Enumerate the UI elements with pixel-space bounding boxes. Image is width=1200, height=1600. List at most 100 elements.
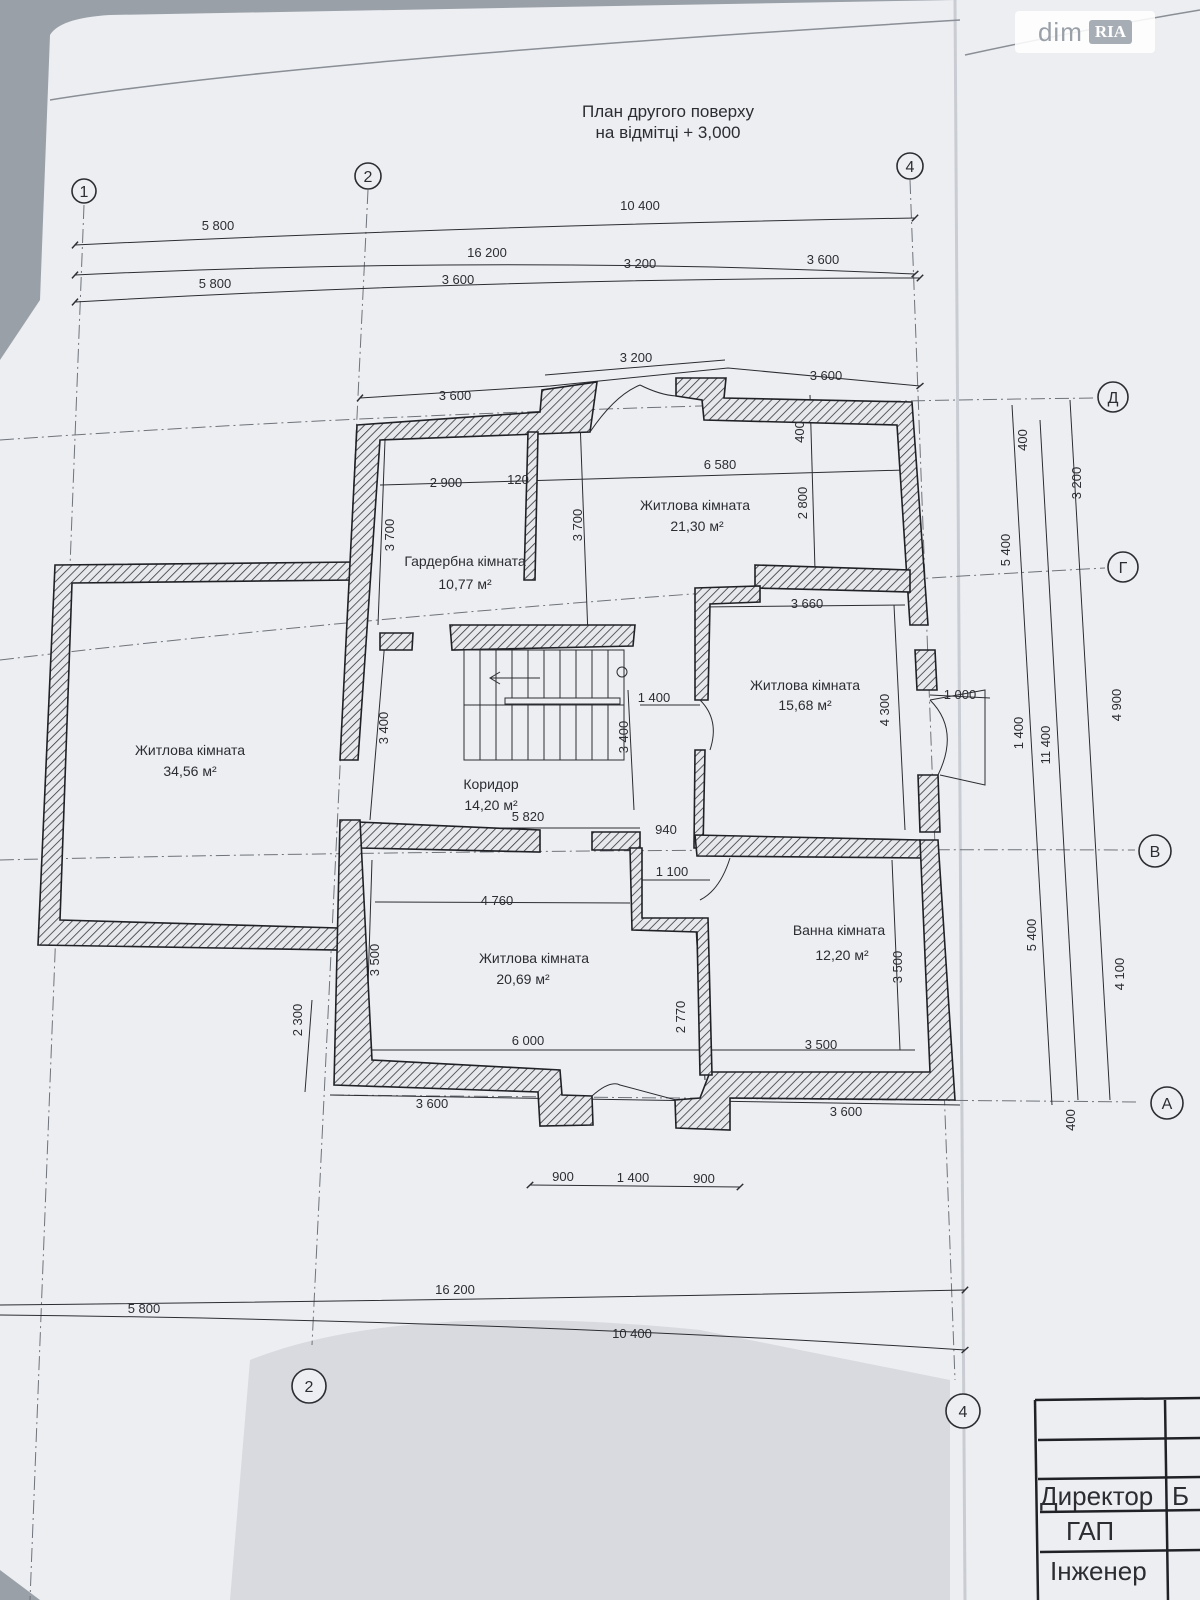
room-area-corridor: 14,20 м² <box>464 797 518 813</box>
dim-2800: 2 800 <box>795 487 810 520</box>
title-block <box>1033 1396 1200 1600</box>
axis-label-g: Г <box>1119 560 1128 577</box>
paper-fold-shadow <box>953 0 967 1600</box>
paper-shadow <box>230 1320 950 1600</box>
dim-2900: 2 900 <box>430 475 463 490</box>
dimension-texts: 5 800 10 400 16 200 5 800 3 600 3 200 3 … <box>128 198 1127 1341</box>
wall-room-right-upper <box>754 564 911 593</box>
dim-bottom-3600r: 3 600 <box>830 1104 863 1119</box>
room-label-living-west: Житлова кімната <box>135 742 245 758</box>
room-area-bathroom: 12,20 м² <box>815 947 869 963</box>
dim-right-400b: 400 <box>1063 1109 1078 1131</box>
axis-label-1: 1 <box>80 184 89 201</box>
dim-right-3200: 3 200 <box>1069 467 1084 500</box>
dim-bottom-900a: 900 <box>552 1169 574 1184</box>
dim-right-4100: 4 100 <box>1112 958 1127 991</box>
wall-room-right-upper-left-2 <box>693 749 706 849</box>
dim-bottom-1400: 1 400 <box>617 1170 650 1185</box>
watermark-dim-text: dim <box>1037 16 1083 47</box>
axis-label-2-bottom: 2 <box>305 1379 314 1396</box>
wall-right-bay-top <box>914 649 938 691</box>
dim-bay-3600l: 3 600 <box>439 388 472 403</box>
wall-bath-left <box>629 847 713 1076</box>
dim-bay-3600r: 3 600 <box>810 368 843 383</box>
dim-6580: 6 580 <box>704 457 737 472</box>
dim-3400a: 3 400 <box>376 712 391 745</box>
dim-right-4900: 4 900 <box>1109 689 1124 722</box>
axis-label-d: Д <box>1108 390 1119 407</box>
wall-lower-right <box>674 839 956 1131</box>
dim-right-5400a: 5 400 <box>998 534 1013 567</box>
dim-top-3600b: 3 600 <box>807 252 840 267</box>
dim-bottom-5800: 5 800 <box>128 1301 161 1316</box>
dim-3400b: 3 400 <box>616 721 631 754</box>
axis-bubbles <box>71 152 1184 1429</box>
dim-1000: 1 000 <box>944 687 977 702</box>
title-block-director-name: Б <box>1172 1481 1189 1511</box>
room-area-living-south: 20,69 м² <box>496 971 550 987</box>
dim-940: 940 <box>655 822 677 837</box>
dim-top-10400: 10 400 <box>620 198 660 213</box>
door-swings <box>589 384 986 1101</box>
axis-label-4-top: 4 <box>906 159 915 176</box>
dim-right-400a: 400 <box>1015 429 1030 451</box>
dim-4300: 4 300 <box>877 694 892 727</box>
room-label-bathroom: Ванна кімната <box>793 922 886 938</box>
dim-bottom-900b: 900 <box>693 1171 715 1186</box>
walls <box>37 377 956 1131</box>
wall-right-bay-bottom <box>917 774 941 833</box>
dim-bottom-16200: 16 200 <box>435 1282 475 1297</box>
dim-bottom-3600l: 3 600 <box>416 1096 449 1111</box>
dim-top-5800b: 5 800 <box>199 276 232 291</box>
dim-3700a: 3 700 <box>382 519 397 552</box>
dim-1100: 1 100 <box>656 864 689 879</box>
axis-label-v: В <box>1150 844 1161 861</box>
title-block-director: Директор <box>1040 1481 1153 1511</box>
staircase <box>463 649 628 761</box>
dim-3500c: 3 500 <box>805 1037 838 1052</box>
wall-stub-wardrobe <box>379 632 414 651</box>
plan-title-line2: на відмітці + 3,000 <box>596 123 741 142</box>
room-area-living-east: 15,68 м² <box>778 697 832 713</box>
dim-right-5400b: 5 400 <box>1024 919 1039 952</box>
watermark-ria-badge: RIA <box>1088 20 1133 44</box>
dim-1400: 1 400 <box>638 690 671 705</box>
dim-2300: 2 300 <box>290 1004 305 1037</box>
room-label-living-south: Житлова кімната <box>479 950 589 966</box>
dim-right-1400: 1 400 <box>1011 717 1026 750</box>
dim-3500a: 3 500 <box>367 944 382 977</box>
watermark-logo: dim RIA <box>1015 11 1155 53</box>
axis-label-2-top: 2 <box>364 169 373 186</box>
wall-stair-top <box>449 624 636 651</box>
room-area-living-north: 21,30 м² <box>670 518 724 534</box>
title-block-gap: ГАП <box>1066 1516 1114 1546</box>
wall-wardrobe-partition <box>523 431 539 581</box>
axis-label-a: А <box>1162 1096 1173 1113</box>
room-label-living-east: Житлова кімната <box>750 677 860 693</box>
dim-400-top: 400 <box>792 421 807 443</box>
dim-right-11400: 11 400 <box>1038 726 1053 765</box>
dim-120: 120 <box>507 472 529 487</box>
dim-5820: 5 820 <box>512 809 545 824</box>
dimension-lines <box>0 214 1111 1354</box>
room-label-corridor: Коридор <box>463 776 519 792</box>
dim-6000: 6 000 <box>512 1033 545 1048</box>
room-label-wardrobe: Гардербна кімната <box>404 553 526 569</box>
dim-3500b: 3 500 <box>890 951 905 984</box>
room-area-living-west: 34,56 м² <box>163 763 217 779</box>
dim-4760: 4 760 <box>481 893 514 908</box>
dim-top-16200: 16 200 <box>467 245 507 260</box>
room-area-wardrobe: 10,77 м² <box>438 576 492 592</box>
dim-2770: 2 770 <box>673 1001 688 1034</box>
dim-bay-3200: 3 200 <box>620 350 653 365</box>
dim-top-5800a: 5 800 <box>202 218 235 233</box>
dim-3660: 3 660 <box>791 596 824 611</box>
wall-room-right-upper-left <box>694 585 761 701</box>
room-labels: Гардербна кімната 10,77 м² Житлова кімна… <box>135 497 885 987</box>
room-label-living-north: Житлова кімната <box>640 497 750 513</box>
wall-top-right <box>675 377 929 626</box>
axis-label-4-bottom: 4 <box>959 1404 968 1421</box>
plan-title-line1: План другого поверху <box>582 102 754 121</box>
dim-top-3600a: 3 600 <box>442 272 475 287</box>
